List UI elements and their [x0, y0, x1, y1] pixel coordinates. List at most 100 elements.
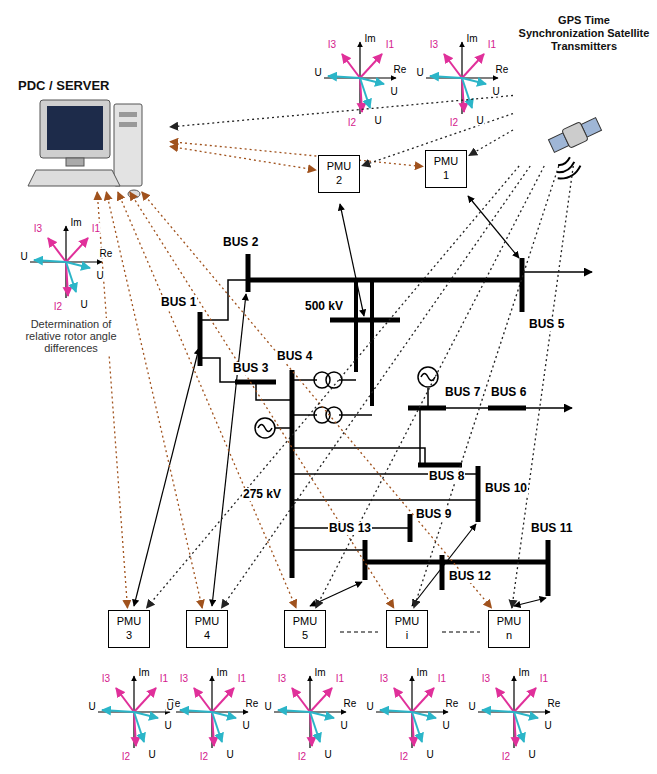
phasor-arrow: [360, 54, 382, 78]
phasor-arrow: [496, 688, 514, 712]
phasor-arrow: [66, 238, 88, 262]
node-label: GPS Time Synchronization Satellite Trans…: [515, 14, 653, 54]
phasor-label: I3: [277, 673, 287, 684]
phasor-diagram: [176, 676, 248, 748]
phasor-arrow: [462, 78, 472, 108]
pdc-data-link: [118, 192, 296, 608]
phasor-label: I1: [91, 223, 101, 234]
phasor-diagram: [478, 676, 550, 748]
phasor-arrow: [360, 78, 384, 84]
phasor-arrow: [180, 710, 212, 712]
pmu-box: PMU 3: [108, 610, 150, 648]
bus-label: BUS 4: [276, 350, 313, 363]
phasor-label: Im: [415, 667, 428, 678]
bus-label: BUS 3: [232, 362, 269, 375]
phasor-label: I1: [237, 673, 247, 684]
phasor-label: U: [165, 701, 174, 712]
phasor-label: U: [147, 749, 156, 760]
phasor-label: U: [95, 270, 104, 281]
bus-label: 275 kV: [242, 488, 282, 501]
phasor-label: I3: [327, 39, 337, 50]
phasor-label: Im: [215, 667, 228, 678]
phasor-label: I3: [429, 39, 439, 50]
phasor-label: U: [441, 720, 450, 731]
gps-sync-link: [146, 166, 519, 608]
gps-sync-link: [170, 96, 513, 127]
gps-sync-link: [469, 130, 513, 155]
phasor-label: U: [19, 251, 28, 262]
phasor-label: I3: [101, 673, 111, 684]
phasor-label: I2: [297, 751, 307, 762]
gps-satellite: GPS Time Synchronization Satellite Trans…: [515, 14, 653, 164]
bus-label: BUS 5: [528, 318, 565, 331]
pmu-box: PMU n: [488, 610, 530, 648]
phasor-arrow: [462, 54, 484, 78]
phasor-label: I3: [179, 673, 189, 684]
phasor-label: I2: [399, 751, 409, 762]
phasor-arrow: [360, 78, 370, 108]
phasor-label: U: [87, 701, 96, 712]
phasor-label: Re: [343, 698, 358, 709]
phasor-diagram: [274, 676, 346, 748]
node-label: PMU 4: [193, 615, 221, 643]
phasor-arrow: [278, 710, 310, 712]
pmu-measurement-links: [134, 196, 546, 606]
phasor-label: I2: [449, 117, 459, 128]
bus-label: BUS 2: [222, 236, 259, 249]
bus-label: BUS 8: [428, 470, 465, 483]
phasor-label: U: [467, 701, 476, 712]
phasor-arrow: [514, 712, 538, 718]
phasor-label: U: [415, 67, 424, 78]
phasor-label: I1: [159, 673, 169, 684]
phasor-label: I1: [539, 673, 549, 684]
phasor-label: U: [241, 720, 250, 731]
phasor-label: U: [323, 749, 332, 760]
bus-label: BUS 10: [484, 482, 528, 495]
phasor-label: I3: [481, 673, 491, 684]
phasor-label: Im: [465, 33, 478, 44]
gps-sync-link: [414, 166, 559, 608]
node-label: PMU n: [495, 615, 523, 643]
phasor-arrow: [194, 688, 212, 712]
phasor-diagram: [98, 676, 170, 748]
pmu-box: PMU 4: [186, 610, 228, 648]
phasor-diagram: [30, 226, 102, 298]
phasor-arrow: [34, 260, 66, 262]
phasor-label: Im: [517, 667, 530, 678]
phasor-arrow: [310, 712, 320, 742]
phasor-arrow: [328, 76, 360, 78]
phasor-label: I1: [335, 673, 345, 684]
phasor-diagram: [324, 42, 396, 114]
phasor-arrow: [380, 710, 412, 712]
phasor-label: I2: [347, 117, 357, 128]
phasor-label: U: [365, 701, 374, 712]
gps-satellite-icon: [540, 115, 614, 182]
pdc-data-link: [130, 192, 394, 608]
note-text: Determination of relative rotor angle di…: [12, 318, 130, 354]
phasor-arrow: [412, 712, 436, 718]
phasor-arrow: [102, 710, 134, 712]
phasor-arrow: [394, 688, 412, 712]
phasor-label: Re: [445, 698, 460, 709]
phasor-label: U: [79, 299, 88, 310]
phasor-arrow: [212, 712, 236, 718]
phasor-diagram: [376, 676, 448, 748]
phasor-arrow: [48, 238, 66, 262]
phasor-label: U: [373, 115, 382, 126]
pdc-data-link: [170, 142, 423, 167]
phasor-diagram: [426, 42, 498, 114]
phasor-arrow: [342, 54, 360, 78]
phasor-label: I2: [121, 751, 131, 762]
phasor-label: I3: [33, 223, 43, 234]
phasor-arrow: [134, 712, 144, 742]
phasor-label: Re: [99, 248, 114, 259]
phasor-label: U: [543, 720, 552, 731]
phasor-label: U: [425, 749, 434, 760]
phasor-label: Re: [495, 64, 510, 75]
network-lines: [200, 272, 592, 550]
node-label: PMU 5: [291, 615, 319, 643]
phasor-label: U: [475, 115, 484, 126]
phasor-arrow: [212, 688, 234, 712]
